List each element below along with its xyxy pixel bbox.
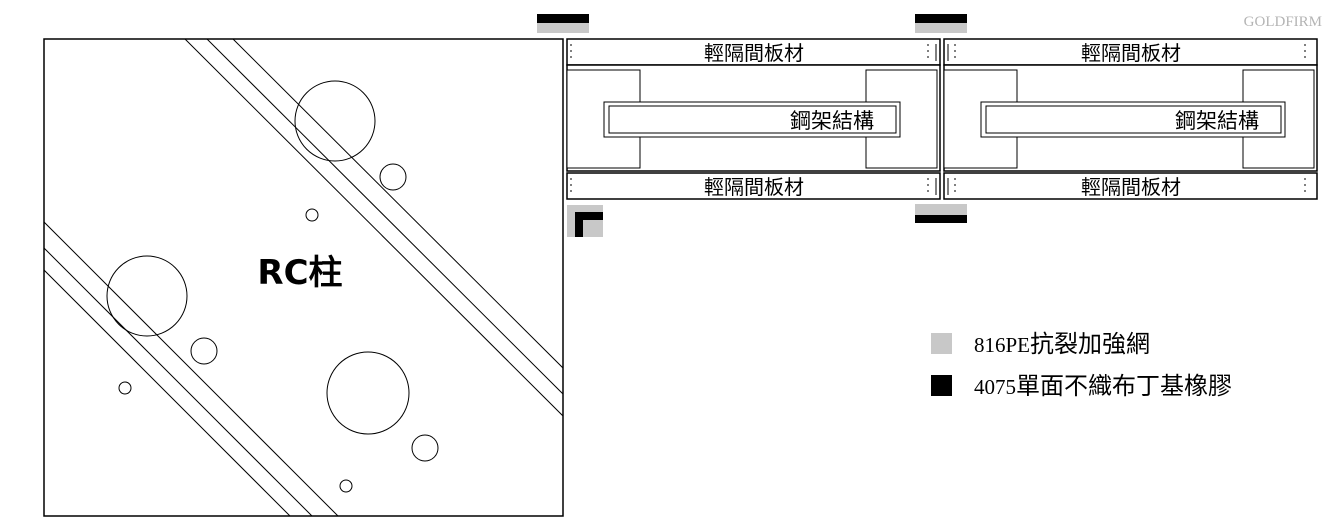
steel-frame-1: 鋼架結構 bbox=[566, 64, 941, 172]
tape-marker-bottom-right bbox=[915, 204, 967, 223]
rebar-line-upper bbox=[184, 39, 563, 417]
aggregate-circles bbox=[106, 80, 439, 493]
legend-code: 816PE bbox=[974, 333, 1030, 357]
panel-top-1: 輕隔間板材 bbox=[566, 38, 941, 66]
steel-label: 鋼架結構 bbox=[790, 109, 874, 133]
legend-name: 單面不織布丁基橡膠 bbox=[1016, 372, 1232, 400]
legend-swatch-tape bbox=[931, 375, 952, 396]
tape-marker-top-right bbox=[915, 14, 967, 33]
tape-marker-top-left bbox=[537, 14, 589, 33]
legend-code: 4075 bbox=[974, 375, 1016, 399]
legend-item-mesh: 816PE抗裂加強網 bbox=[931, 330, 1150, 358]
legend-name: 抗裂加強網 bbox=[1030, 330, 1150, 358]
rc-column-label: RC柱 bbox=[257, 253, 342, 293]
rebar-line-lower bbox=[44, 221, 339, 516]
legend: 816PE抗裂加強網 4075單面不織布丁基橡膠 bbox=[931, 330, 1232, 400]
steel-label: 鋼架結構 bbox=[1175, 109, 1259, 133]
panel-top-2: 輕隔間板材 bbox=[943, 38, 1318, 66]
legend-item-tape: 4075單面不織布丁基橡膠 bbox=[931, 372, 1232, 400]
steel-frame-2: 鋼架結構 bbox=[943, 64, 1318, 172]
panel-label: 輕隔間板材 bbox=[1081, 41, 1181, 65]
panel-label: 輕隔間板材 bbox=[704, 175, 804, 199]
panel-label: 輕隔間板材 bbox=[1081, 175, 1181, 199]
panel-label: 輕隔間板材 bbox=[704, 41, 804, 65]
tape-marker-corner bbox=[567, 205, 603, 237]
svg-text:4075單面不織布丁基橡膠: 4075單面不織布丁基橡膠 bbox=[974, 372, 1232, 400]
brand-mark: GOLDFIRM bbox=[1244, 14, 1322, 30]
svg-text:816PE抗裂加強網: 816PE抗裂加強網 bbox=[974, 330, 1150, 358]
panel-bottom-1: 輕隔間板材 bbox=[566, 172, 941, 200]
wall-unit-2: 輕隔間板材 鋼架結構 輕隔間板材 bbox=[915, 14, 1318, 223]
legend-swatch-mesh bbox=[931, 333, 952, 354]
rc-column: RC柱 bbox=[43, 38, 564, 517]
wall-unit-1: 輕隔間板材 鋼架結構 輕隔間板材 bbox=[537, 14, 941, 237]
panel-bottom-2: 輕隔間板材 bbox=[943, 172, 1318, 200]
